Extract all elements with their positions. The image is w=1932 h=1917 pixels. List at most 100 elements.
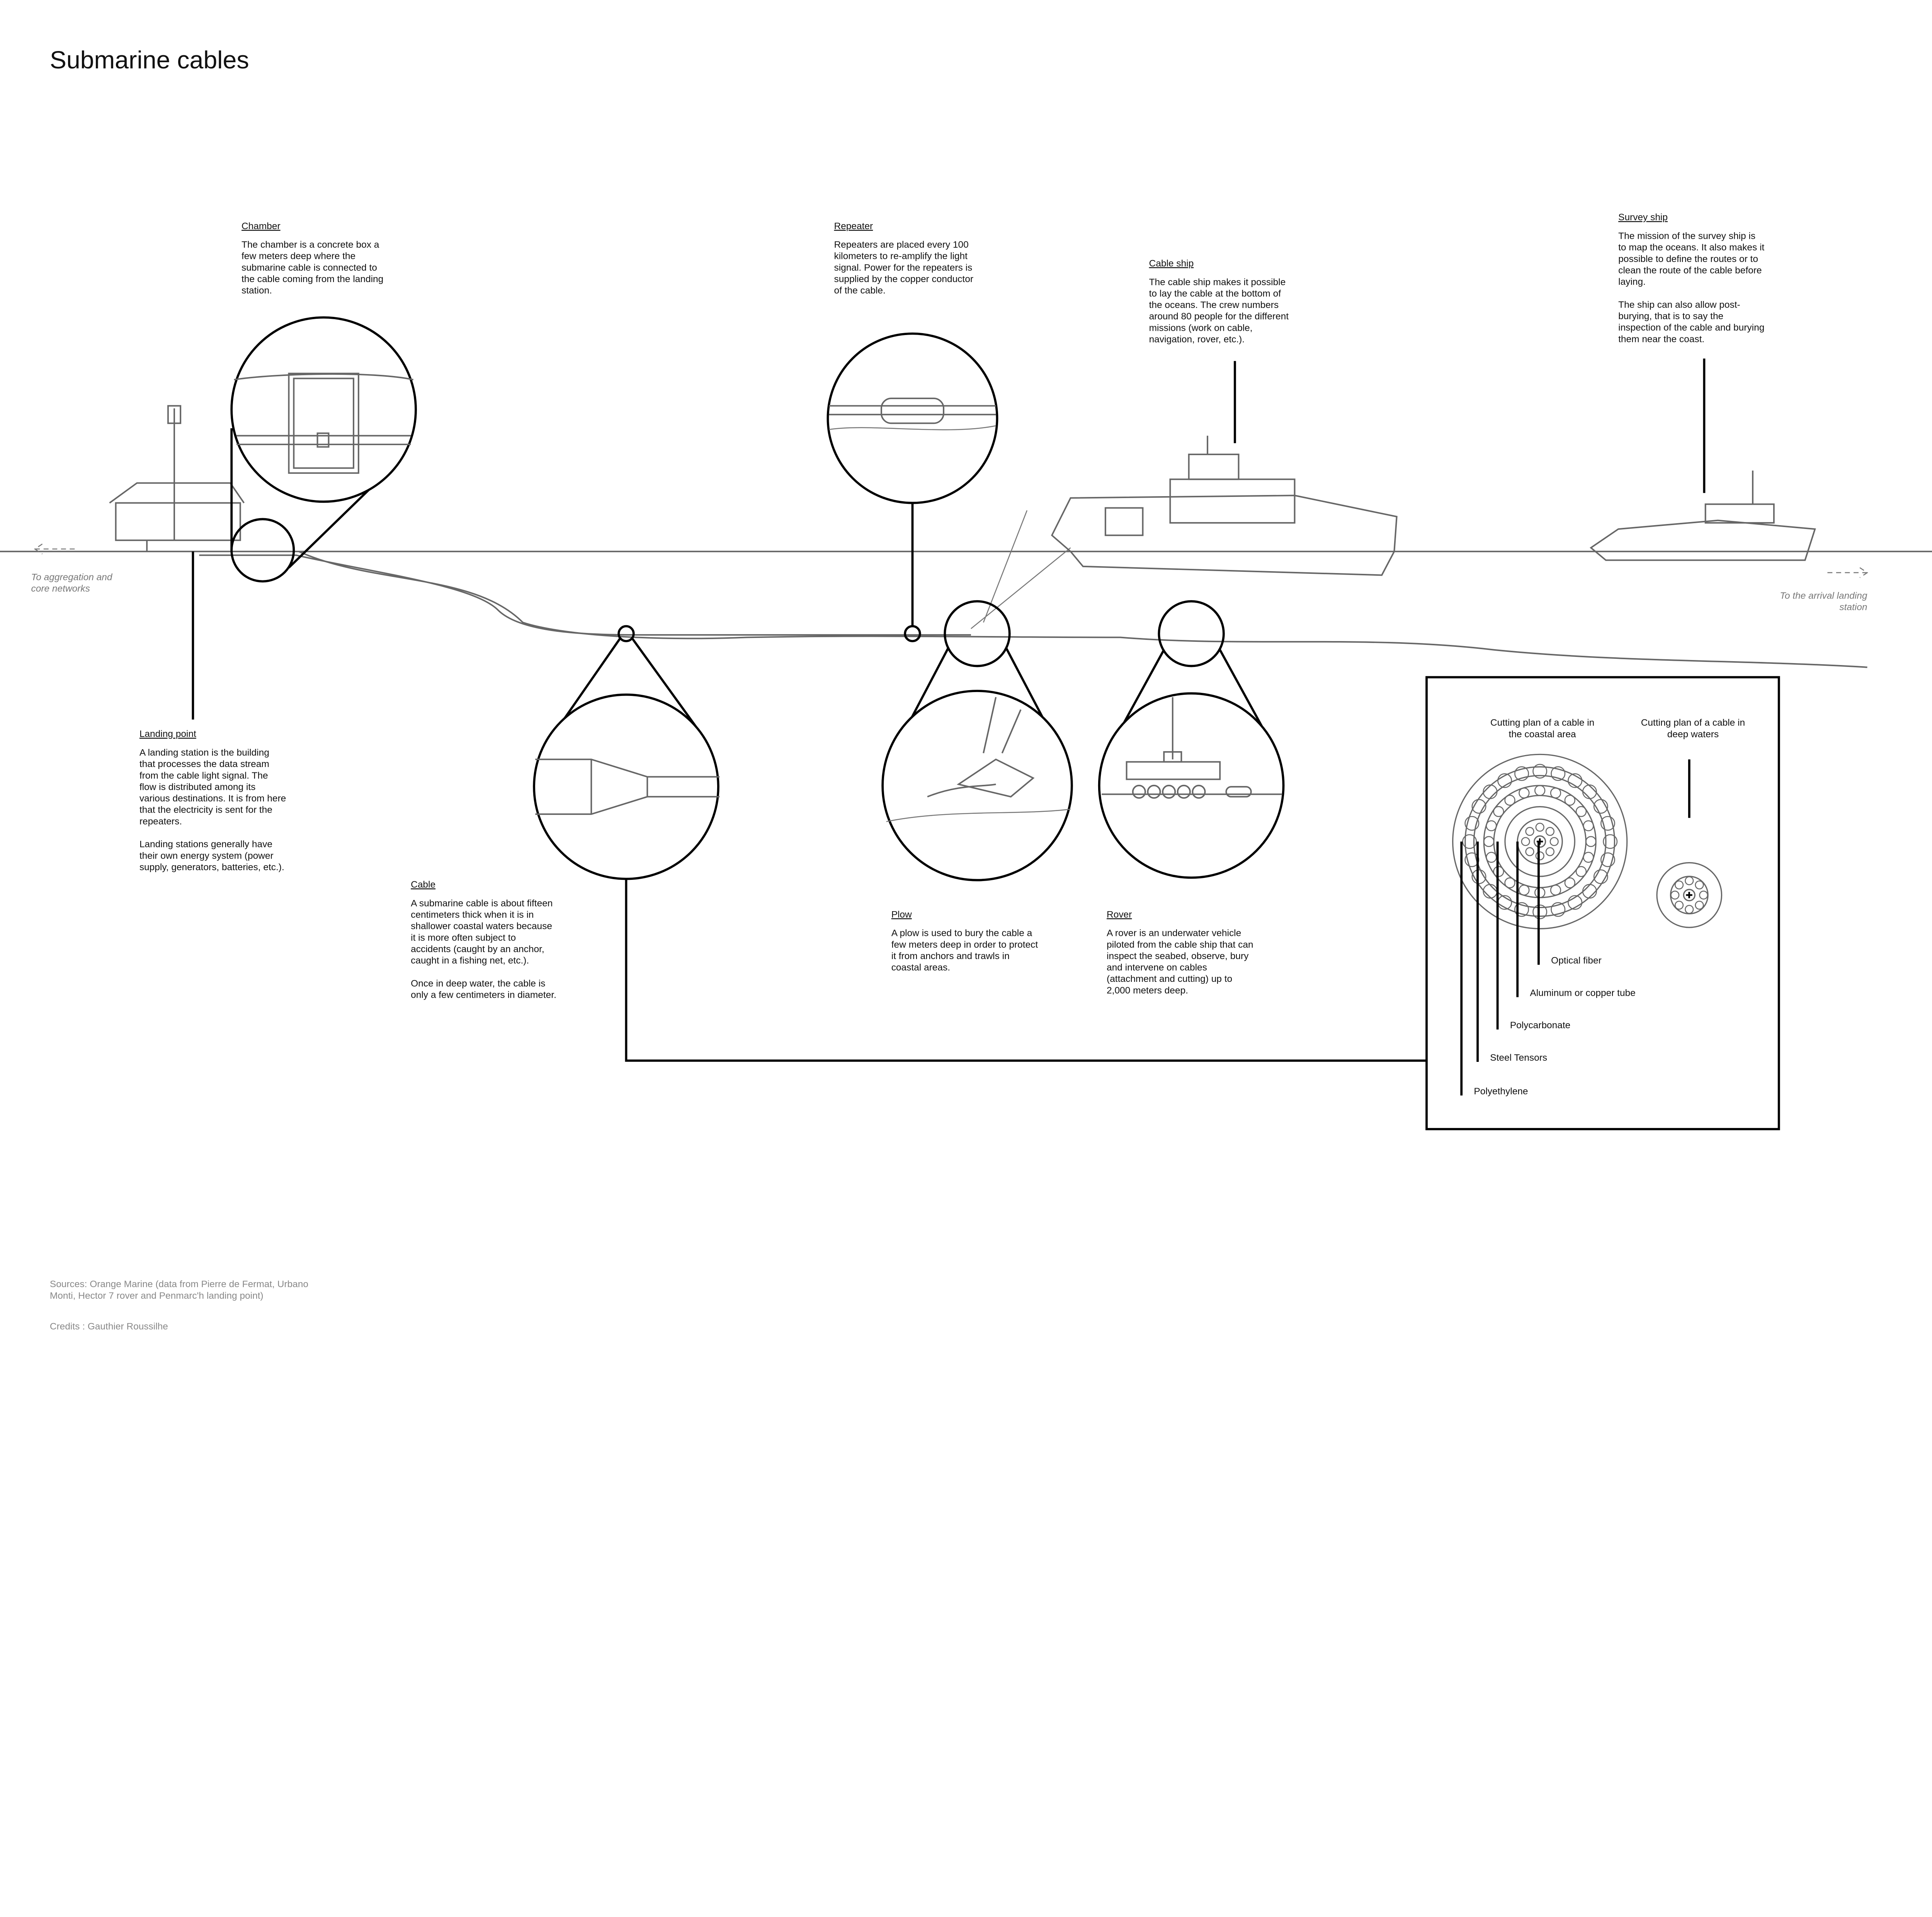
repeater-description-line: kilometers to re-amplify the light <box>834 251 968 262</box>
tensor-strand <box>1486 852 1497 863</box>
landing-point-heading: Landing point <box>139 729 196 739</box>
tensor-strand <box>1674 900 1684 910</box>
survey-ship-description-line: The mission of the survey ship is <box>1618 231 1755 242</box>
plow-description-line: few meters deep in order to protect <box>891 939 1038 950</box>
cross-section-connector <box>625 879 1427 1062</box>
cable-ship-description-line: the oceans. The crew numbers <box>1149 300 1279 310</box>
tensor-strand <box>1521 837 1530 846</box>
deep-section-title-line: deep waters <box>1667 729 1719 740</box>
cable-layer-ring <box>1452 754 1628 929</box>
tensor-strand <box>1674 880 1684 890</box>
chamber-zoom-line <box>288 478 381 569</box>
landing-point-description-line: A landing station is the building <box>139 748 269 758</box>
landing-point-description-line: flow is distributed among its <box>139 782 256 792</box>
rover-detail-marker[interactable] <box>1158 600 1225 667</box>
tensor-strand <box>1462 834 1477 849</box>
repeater-description-line: of the cable. <box>834 286 886 296</box>
survey-ship-description-line: burying, that is to say the <box>1618 311 1723 321</box>
cable-zoom-line <box>631 638 698 729</box>
layer-pointers <box>1460 841 1540 1096</box>
infographic: Submarine cables <box>0 46 1932 1332</box>
landing-point-description-line: from the cable light signal. The <box>139 771 268 781</box>
cable-description-line: only a few centimeters in diameter. <box>411 990 556 1000</box>
cable-description-line: accidents (caught by an anchor, <box>411 944 544 954</box>
chamber-heading: Chamber <box>242 221 281 231</box>
cable-ship-description-line: The cable ship makes it possible <box>1149 277 1286 287</box>
repeater-description-line: Repeaters are placed every 100 <box>834 240 969 250</box>
sources-text: Sources: Orange Marine (data from Pierre… <box>50 1279 308 1301</box>
rover-drawing <box>1102 697 1282 799</box>
tensor-strand <box>1534 887 1546 898</box>
direction-label-left-line: core networks <box>31 583 90 594</box>
cable-layer-ring <box>1464 766 1616 917</box>
tensor-strand <box>1583 820 1594 832</box>
tensor-strand <box>1600 816 1616 831</box>
landing-point-description-line: supply, generators, batteries, etc.). <box>139 862 284 873</box>
tensor-strand <box>1534 785 1546 796</box>
direction-label-left-line: To aggregation and <box>31 572 113 582</box>
rover-description-line: inspect the seabed, observe, bury <box>1107 951 1249 961</box>
layer-label: Polyethylene <box>1474 1086 1528 1097</box>
chamber-description-line: submarine cable is connected to <box>242 262 377 273</box>
cable-ship <box>1051 435 1398 576</box>
cable-description-line: Once in deep water, the cable is <box>411 978 545 989</box>
plow-heading: Plow <box>891 909 912 920</box>
tensor-strand <box>1593 869 1608 884</box>
chamber-drawing <box>234 373 414 474</box>
cable-layer-ring <box>1656 862 1723 928</box>
tensor-strand <box>1551 902 1566 917</box>
tensor-strand <box>1519 885 1530 896</box>
repeater-description-line: supplied by the copper conductor <box>834 274 973 284</box>
survey-ship-description-line: to map the oceans. It also makes it <box>1618 242 1764 253</box>
tensor-strand <box>1497 773 1512 788</box>
cross-section-panel <box>1425 676 1780 1130</box>
tensor-strand <box>1464 816 1480 831</box>
layer-label: Aluminum or copper tube <box>1530 988 1635 998</box>
tensor-strand <box>1471 869 1486 884</box>
tensor-strand <box>1550 885 1561 896</box>
plow-detail-marker[interactable] <box>944 600 1011 667</box>
cable-ship-heading: Cable ship <box>1149 258 1194 269</box>
cable-description-line: shallower coastal waters because <box>411 921 552 932</box>
tensor-strand <box>1564 794 1575 806</box>
landing-point-description-line: various destinations. It is from here <box>139 793 286 804</box>
cable-ship-description-line: navigation, rover, etc.). <box>1149 334 1245 345</box>
tensor-strand <box>1582 784 1597 799</box>
direction-label-right-line: station <box>1839 602 1867 612</box>
rover-description-line: (attachment and cutting) up to <box>1107 974 1232 984</box>
chamber-detail-marker[interactable] <box>230 518 295 583</box>
plow-drawing <box>886 697 1071 822</box>
chamber-description-line: station. <box>242 286 272 296</box>
landing-point-description-line: Landing stations generally have <box>139 839 272 850</box>
tensor-strand <box>1685 876 1694 885</box>
chamber-detail-circle <box>230 316 417 503</box>
survey-ship-description-line: laying. <box>1618 277 1646 287</box>
repeater-description-line: signal. Power for the repeaters is <box>834 262 973 273</box>
rover-description-line: and intervene on cables <box>1107 963 1207 973</box>
rover-description-line: piloted from the cable ship that can <box>1107 939 1253 950</box>
repeater-drawing <box>829 397 996 430</box>
seabed <box>298 551 1867 668</box>
sources-text-line: Monti, Hector 7 rover and Penmarc'h land… <box>50 1291 264 1301</box>
repeater-detail-marker[interactable] <box>904 625 921 643</box>
cable-ship-description-line: around 80 people for the different <box>1149 311 1289 322</box>
cable-thickness-drawing <box>535 759 720 815</box>
diagram-canvas: Submarine cables <box>0 46 1932 1332</box>
sources-text-line: Sources: Orange Marine (data from Pierre… <box>50 1279 308 1289</box>
tensor-strand <box>1568 895 1583 910</box>
optical-fiber-icon: ✚ <box>1685 890 1693 900</box>
coastal-section-title-line: Cutting plan of a cable in <box>1490 718 1594 728</box>
plow-description-line: it from anchors and trawls in <box>891 951 1010 961</box>
direction-label-right-line: To the arrival landing <box>1780 591 1867 601</box>
submarine-cable <box>199 554 971 636</box>
cable-detail-marker[interactable] <box>617 625 635 643</box>
coastal-cable-section: ✚ <box>1452 754 1628 929</box>
landing-point-description-line: their own energy system (power <box>139 850 274 861</box>
tensor-strand <box>1525 847 1534 856</box>
cable-layer-ring <box>1473 775 1607 908</box>
